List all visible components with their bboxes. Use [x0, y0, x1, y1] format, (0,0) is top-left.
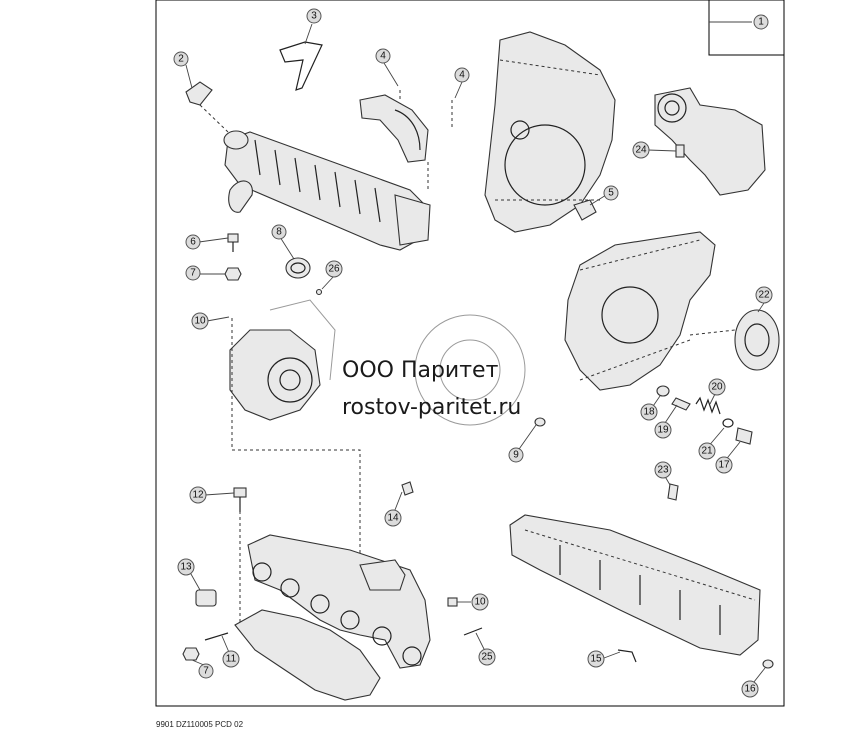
callout-17[interactable]: 17: [715, 456, 733, 474]
callout-25[interactable]: 25: [478, 648, 496, 666]
callout-label: 23: [657, 465, 669, 476]
callout-label: 2: [178, 54, 184, 65]
exhaust-manifold: [247, 534, 431, 669]
callout-label: 25: [481, 652, 493, 663]
callout-label: 19: [657, 425, 669, 436]
callout-label: 11: [226, 654, 237, 665]
callout-18[interactable]: 18: [640, 403, 658, 421]
callout-label: 14: [387, 513, 399, 524]
bracket-part-15: [617, 649, 637, 663]
callout-label: 24: [635, 145, 647, 156]
turbocharger: [229, 299, 336, 421]
callout-12[interactable]: 12: [189, 486, 207, 504]
callout-13[interactable]: 13: [177, 558, 195, 576]
callout-9[interactable]: 9: [508, 447, 524, 463]
callout-6[interactable]: 6: [185, 234, 201, 250]
timing-cover: [564, 231, 716, 391]
callout-label: 8: [276, 227, 282, 238]
bracket-part: [279, 41, 323, 91]
callout-26[interactable]: 26: [325, 260, 343, 278]
bolt-part-6: [227, 233, 239, 252]
callout-10[interactable]: 10: [471, 593, 489, 611]
bolt-part-10b: [447, 597, 458, 607]
heat-shield: [234, 609, 381, 701]
background-gear-faint: [414, 314, 526, 426]
clamp-part-8: [285, 257, 311, 279]
callout-19[interactable]: 19: [654, 421, 672, 439]
callout-7[interactable]: 7: [198, 663, 214, 679]
callout-label: 22: [758, 290, 770, 301]
front-pump-assembly: [654, 87, 766, 196]
callout-label: 10: [194, 316, 206, 327]
sensor-part-24: [675, 144, 685, 158]
callout-label: 26: [328, 264, 340, 275]
callout-label: 18: [643, 407, 655, 418]
callout-label: 20: [711, 382, 723, 393]
egr-tube: [359, 94, 429, 163]
callout-14[interactable]: 14: [384, 509, 402, 527]
callout-21[interactable]: 21: [698, 442, 716, 460]
nut-part-7: [224, 267, 242, 281]
relief-valve-parts: [656, 385, 753, 445]
callout-10[interactable]: 10: [191, 312, 209, 330]
callout-label: 10: [474, 597, 486, 608]
callout-label: 7: [203, 666, 209, 677]
callout-7[interactable]: 7: [185, 265, 201, 281]
callout-label: 3: [311, 11, 317, 22]
flywheel-housing: [484, 31, 616, 233]
watermark-company: ООО Паритет: [342, 358, 499, 383]
callout-20[interactable]: 20: [708, 378, 726, 396]
callout-16[interactable]: 16: [741, 680, 759, 698]
front-seal-part-22: [734, 309, 780, 371]
callout-2[interactable]: 2: [173, 51, 189, 67]
egr-cooler: [223, 130, 431, 251]
callout-label: 5: [608, 188, 614, 199]
fitting-part-14: [401, 481, 414, 496]
oil-pan: [509, 514, 761, 656]
callout-22[interactable]: 22: [755, 286, 773, 304]
callout-24[interactable]: 24: [632, 141, 650, 159]
callout-label: 16: [744, 684, 756, 695]
assembly-bracket: [708, 0, 784, 56]
callout-label: 12: [192, 490, 204, 501]
callout-label: 13: [180, 562, 192, 573]
clamp-part: [185, 81, 213, 106]
callout-15[interactable]: 15: [587, 650, 605, 668]
callout-label: 4: [380, 51, 386, 62]
fitting-part-23: [667, 483, 679, 501]
callout-label: 9: [513, 450, 519, 461]
callout-4[interactable]: 4: [454, 67, 470, 83]
callout-label: 17: [718, 460, 730, 471]
sleeve-part-13: [195, 589, 217, 607]
callout-1[interactable]: 1: [753, 14, 769, 30]
stud-part-11: [204, 632, 229, 641]
diagram-frame: [155, 0, 785, 707]
callout-4[interactable]: 4: [375, 48, 391, 64]
callout-11[interactable]: 11: [222, 650, 240, 668]
drawing-code: 9901 DZ110005 PCD 02: [156, 720, 244, 729]
stud-part-25: [463, 627, 483, 636]
nut-part-7b: [182, 647, 200, 661]
callout-label: 15: [590, 654, 602, 665]
callout-label: 21: [701, 446, 713, 457]
callout-label: 4: [459, 70, 465, 81]
washer-part-26: [315, 288, 323, 296]
callout-3[interactable]: 3: [306, 8, 322, 24]
callout-label: 1: [758, 17, 764, 28]
plug-part-9: [534, 417, 546, 427]
callout-label: 6: [190, 237, 196, 248]
callout-label: 7: [190, 268, 196, 279]
bolt-part-12: [233, 487, 247, 512]
watermark-url: rostov-paritet.ru: [342, 395, 521, 420]
plug-part-16: [762, 659, 774, 669]
callout-23[interactable]: 23: [654, 461, 672, 479]
callout-8[interactable]: 8: [271, 224, 287, 240]
callout-5[interactable]: 5: [603, 185, 619, 201]
